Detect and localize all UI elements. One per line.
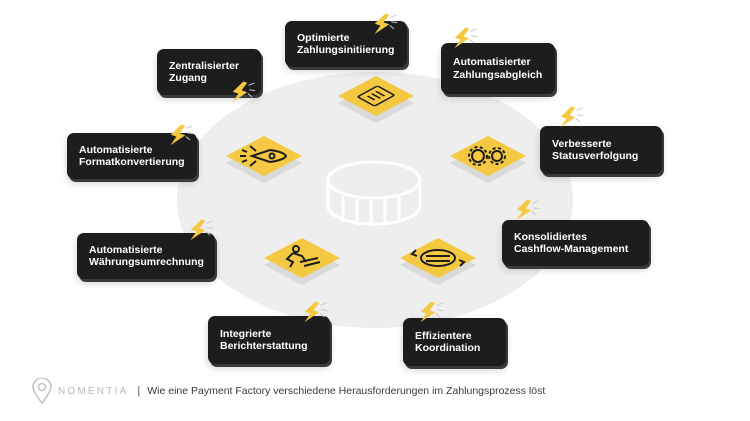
challenge-line: Effizientere: [415, 329, 472, 342]
challenge-line: Zahlungsinitiierung: [297, 44, 395, 56]
location-pin-logo-icon: [32, 378, 52, 404]
tile-document: [338, 76, 414, 123]
challenge-line: Berichterstattung: [220, 340, 308, 352]
challenge-line: Koordination: [415, 342, 481, 354]
runner-icon: [285, 245, 321, 268]
tile-rocket: [226, 136, 302, 183]
challenge-line: Statusverfolgung: [552, 150, 639, 162]
challenge-line: Automatisierter: [453, 56, 531, 68]
tile-gears: [450, 136, 526, 183]
footer-separator: |: [137, 385, 141, 397]
challenge-line: Zugang: [169, 72, 207, 84]
challenge-line: Automatisierte: [79, 143, 153, 156]
challenge-line: Integrierte: [220, 327, 272, 340]
tile-transfer: [400, 238, 476, 285]
challenge-line: Zentralisierter: [169, 59, 240, 72]
footer: NOMENTIA | Wie eine Payment Factory vers…: [32, 376, 545, 406]
challenge-line: Währungsumrechnung: [89, 256, 204, 268]
document-checklist-icon: [357, 85, 395, 107]
tile-runner: [264, 238, 340, 285]
footer-caption: Wie eine Payment Factory verschiedene He…: [147, 385, 546, 397]
brand-name: NOMENTIA: [58, 385, 129, 397]
exchange-arrows-icon: [410, 249, 466, 267]
challenge-line: Verbesserte: [552, 137, 612, 150]
gears-icon: [468, 146, 506, 166]
challenge-line: Optimierte: [297, 31, 350, 44]
coin-stack-icon: [326, 160, 422, 226]
rocket-icon: [240, 145, 288, 167]
challenge-line: Formatkonvertierung: [79, 156, 185, 168]
challenge-line: Cashflow-Management: [514, 243, 629, 255]
challenge-line: Zahlungsabgleich: [453, 68, 543, 81]
challenge-line: Automatisierte: [89, 243, 163, 256]
challenge-line: Konsolidiertes: [514, 230, 587, 243]
